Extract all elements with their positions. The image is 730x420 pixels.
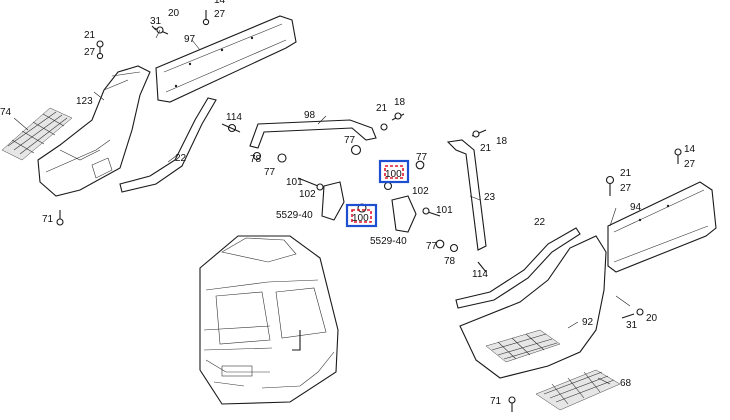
callout-14-b: 14	[684, 144, 696, 155]
bar-23	[446, 139, 487, 251]
callout-78-a: 78	[250, 154, 262, 165]
highlight-100-lower[interactable]: 100	[345, 203, 378, 228]
callout-27-c: 27	[684, 159, 696, 170]
panel-right-94	[607, 181, 717, 273]
callout-14-a: 14	[214, 0, 226, 6]
callout-77-a: 77	[344, 135, 356, 146]
highlight-100-lower-label: 100	[352, 213, 369, 224]
callout-27-b: 27	[214, 9, 226, 20]
callout-77-d: 77	[426, 241, 438, 252]
callout-114-b: 114	[472, 269, 488, 280]
callout-78-b: 78	[444, 256, 456, 267]
bracket-98	[249, 119, 377, 149]
callout-114-a: 114	[226, 112, 242, 123]
step-grid-right	[535, 369, 621, 411]
callout-71-b: 71	[490, 396, 502, 407]
callout-22-a: 22	[175, 153, 187, 164]
bolts-top-left	[56, 10, 210, 226]
callout-22-b: 22	[534, 217, 546, 228]
callout-98: 98	[304, 110, 316, 121]
bracket-5529-40-right	[391, 195, 417, 233]
mudguard-right-92	[459, 235, 607, 379]
callout-101-a: 101	[286, 177, 303, 188]
callout-71-a: 71	[42, 214, 54, 225]
callout-27-a: 27	[84, 47, 96, 58]
callout-31-b: 31	[626, 320, 638, 331]
callout-92: 92	[582, 317, 594, 328]
callout-21-d: 21	[620, 168, 632, 179]
callout-21-c: 21	[480, 143, 492, 154]
panel-left-97	[155, 15, 297, 103]
callout-20-a: 20	[168, 8, 180, 19]
highlight-100-upper-label: 100	[385, 169, 402, 180]
strip-left-22	[119, 97, 217, 193]
callout-31-a: 31	[150, 16, 162, 27]
callout-94: 94	[630, 202, 642, 213]
callout-102-a: 102	[299, 189, 316, 200]
callout-74: 74	[0, 107, 12, 118]
callout-23: 23	[484, 192, 496, 203]
mudguard-left-123	[37, 65, 151, 197]
callout-5529-40-a: 5529-40	[276, 210, 313, 221]
truck-cab	[199, 235, 339, 405]
callout-labels: 74 21 27 31 20 14 27 97 123 22 71 114 98…	[0, 0, 696, 407]
callout-5529-40-b: 5529-40	[370, 236, 407, 247]
callout-77-b: 77	[264, 167, 276, 178]
callout-123: 123	[76, 96, 93, 107]
callout-97: 97	[184, 34, 196, 45]
callout-21-a: 21	[84, 30, 96, 41]
callout-102-b: 102	[412, 186, 429, 197]
strip-right-22	[455, 227, 581, 309]
callout-21-b: 21	[376, 103, 388, 114]
callout-20-b: 20	[646, 313, 658, 324]
callout-101-b: 101	[436, 205, 453, 216]
leader-lines	[13, 29, 631, 385]
callout-68: 68	[620, 378, 632, 389]
callout-18-b: 18	[496, 136, 508, 147]
highlight-100-upper[interactable]: 100	[378, 159, 410, 184]
callout-18-a: 18	[394, 97, 406, 108]
fasteners-right	[508, 148, 682, 412]
callout-27-d: 27	[620, 183, 632, 194]
step-grid-left	[1, 107, 73, 161]
bracket-5529-40-left	[321, 181, 345, 221]
callout-77-c: 77	[416, 152, 428, 163]
